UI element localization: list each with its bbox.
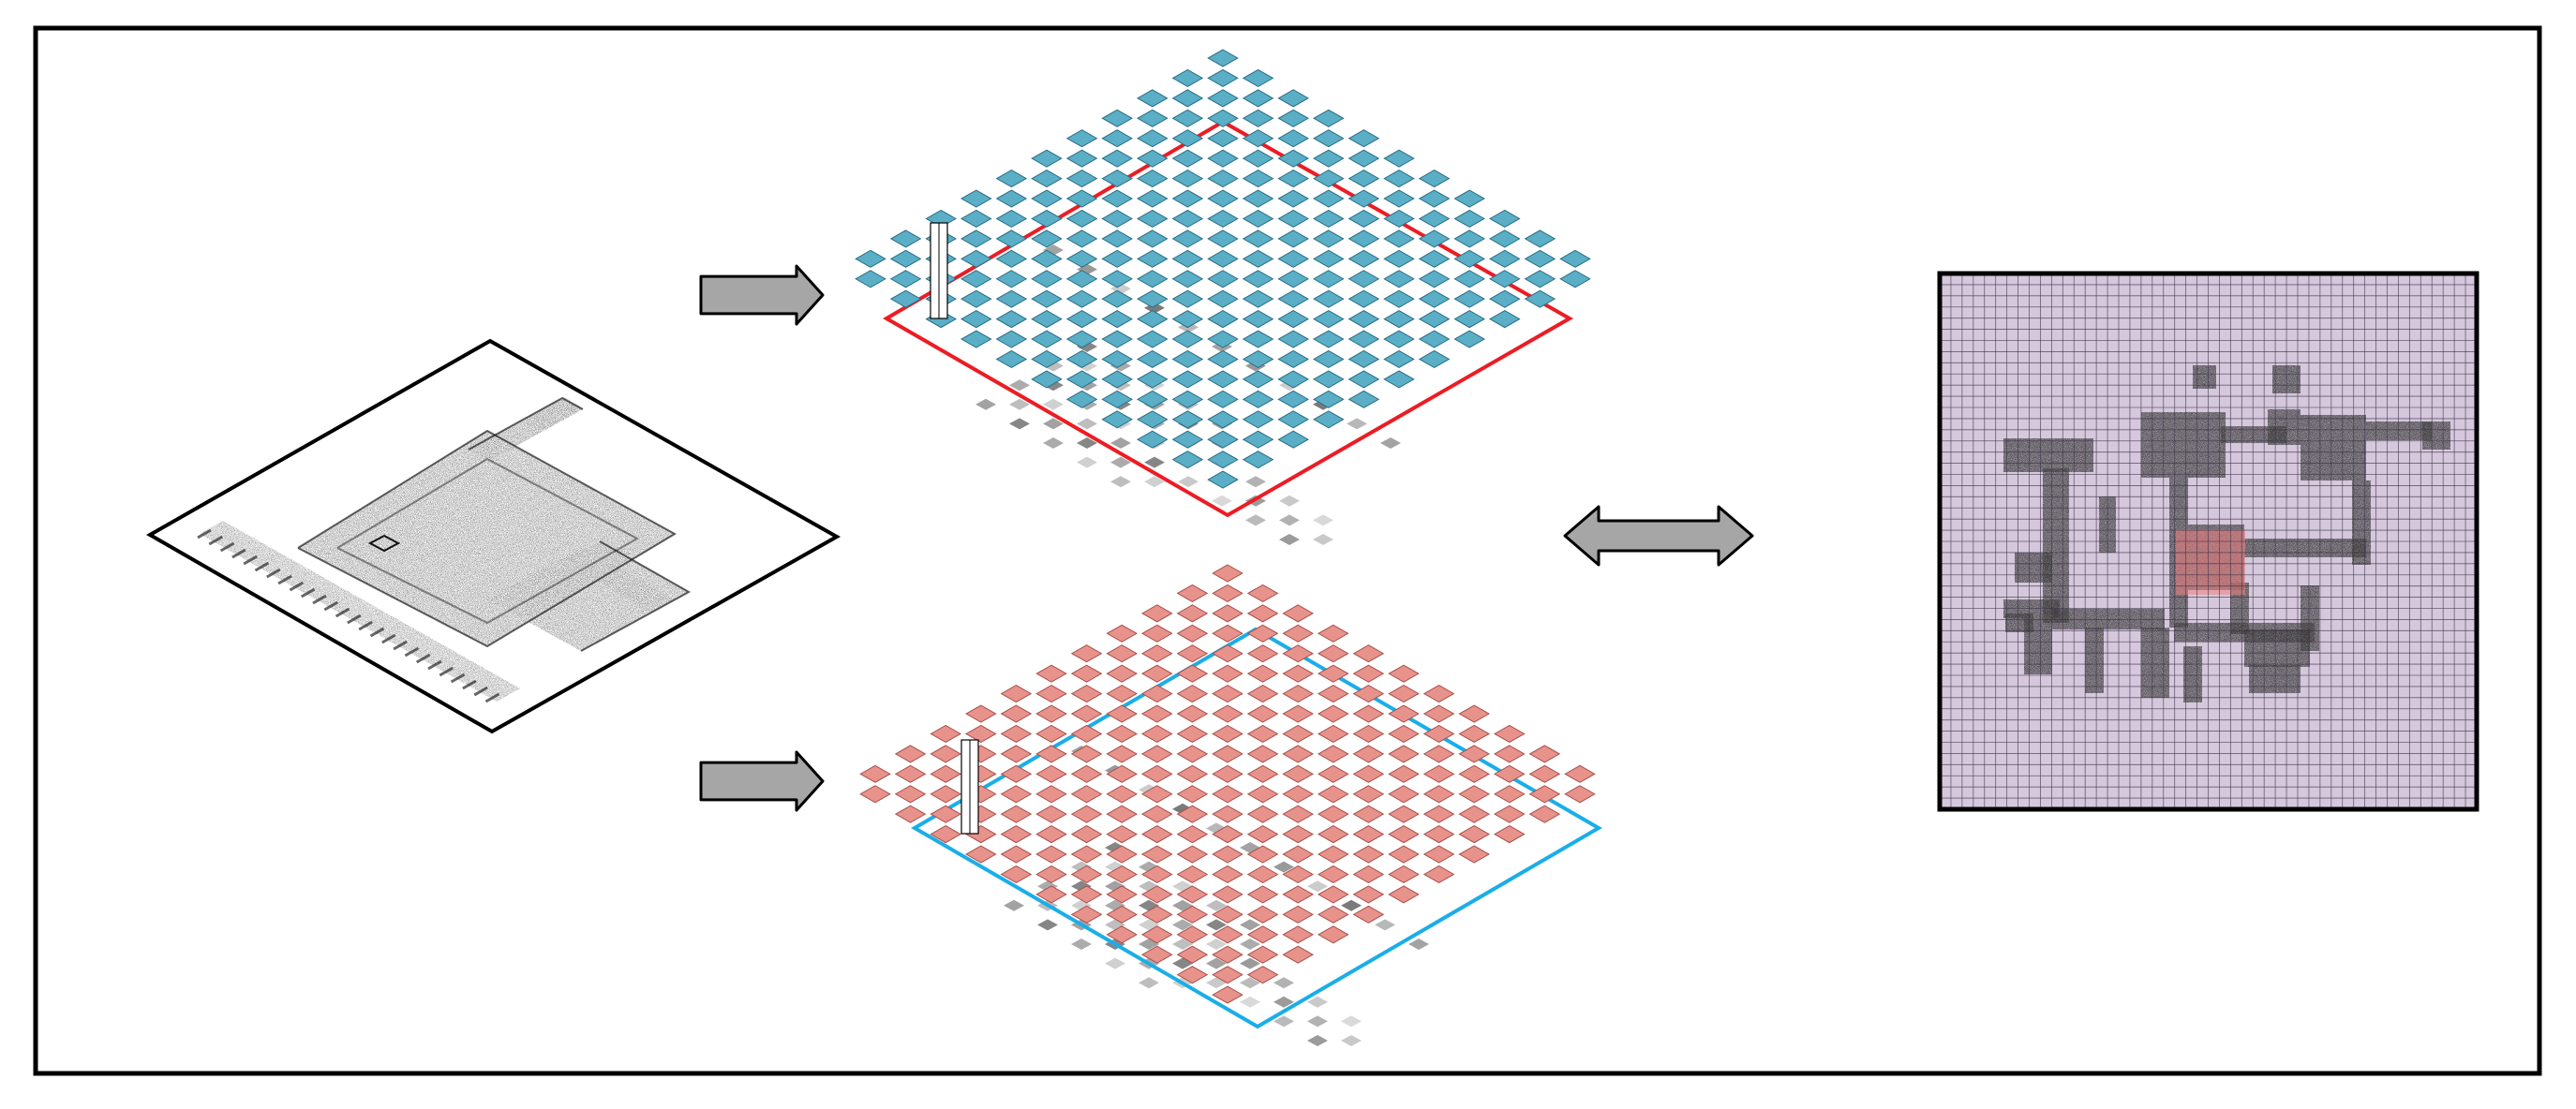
upper-plane-outline bbox=[883, 119, 1574, 518]
grid-map-gridlines bbox=[1940, 274, 2477, 809]
upper-voxel-layer bbox=[855, 49, 1591, 545]
point-cloud-panel bbox=[145, 338, 841, 734]
right-arrow-icon bbox=[699, 750, 825, 812]
grid-map-border bbox=[1937, 271, 2479, 812]
double-arrow-icon bbox=[1563, 505, 1754, 567]
lower-grid-tiles bbox=[859, 564, 1596, 1004]
grid-map-highlight-cell bbox=[2176, 529, 2245, 595]
upper-grid-tiles bbox=[855, 49, 1591, 489]
lower-plane-outline bbox=[911, 627, 1602, 1029]
grid-map-panel bbox=[1937, 271, 2479, 812]
lower-voxel-layer bbox=[859, 564, 1602, 1046]
lower-height-column bbox=[960, 739, 979, 835]
outer-frame bbox=[33, 25, 2542, 1076]
right-arrow-icon bbox=[699, 264, 825, 326]
point-cloud-stairs bbox=[197, 528, 500, 703]
point-cloud-floor bbox=[200, 397, 689, 702]
upper-height-column bbox=[930, 222, 948, 319]
